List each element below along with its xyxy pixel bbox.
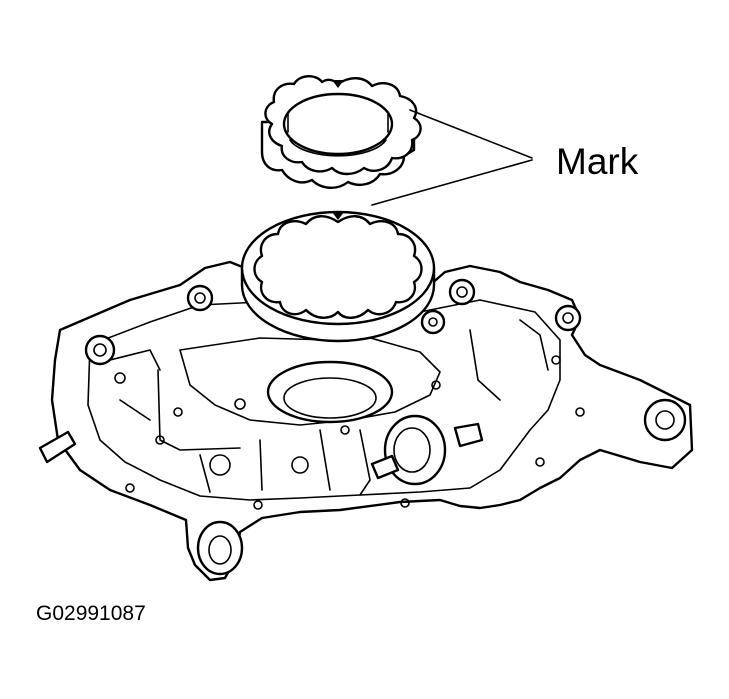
- pump-body-lower-boss-hole: [208, 535, 232, 565]
- pump-body-right-pin: [453, 422, 484, 448]
- leader-line-upper: [409, 109, 533, 159]
- drive-rotor-bore-lower: [289, 139, 387, 157]
- pump-outlet-port-inner: [393, 427, 431, 473]
- pump-body-right-ear: [643, 398, 687, 442]
- pump-body-boss-c-hole: [428, 317, 438, 327]
- pump-body-boss-r: [554, 304, 582, 332]
- mark-callout: Mark: [371, 109, 639, 206]
- pump-body-boss-tl: [186, 284, 214, 312]
- pump-body-boss-l: [84, 334, 116, 366]
- pump-body: [38, 260, 694, 582]
- pump-body-boss-tr: [448, 278, 476, 306]
- driven-rotor: [240, 210, 436, 343]
- pump-body-center-bore-inner: [283, 377, 377, 419]
- pump-body-boss-c: [420, 309, 446, 335]
- pump-body-boss-tr-hole: [456, 286, 468, 298]
- drive-rotor-bore: [282, 92, 394, 156]
- pump-body-boss-r-hole: [562, 312, 574, 324]
- mark-label: Mark: [556, 141, 639, 182]
- pump-body-rib: [109, 319, 549, 496]
- pump-body-lower-pin: [370, 454, 400, 480]
- drive-rotor-mark: [332, 80, 344, 88]
- pump-body-lower-boss: [196, 520, 244, 576]
- leader-line-lower: [371, 159, 533, 206]
- pump-body-bolt-holes: [114, 355, 585, 510]
- figure-code: G02991087: [36, 602, 146, 625]
- driven-rotor-lobes: [253, 215, 423, 319]
- drive-rotor: [260, 75, 422, 189]
- drive-rotor-key: [287, 111, 389, 133]
- pump-body-boss-l-hole: [93, 343, 107, 357]
- pump-body-left-pin: [38, 430, 77, 464]
- driven-rotor-mark: [332, 212, 344, 220]
- pump-body-boss-tl-hole: [194, 292, 206, 304]
- pump-body-center-bore: [266, 360, 394, 424]
- pump-body-right-ear-hole: [655, 410, 675, 430]
